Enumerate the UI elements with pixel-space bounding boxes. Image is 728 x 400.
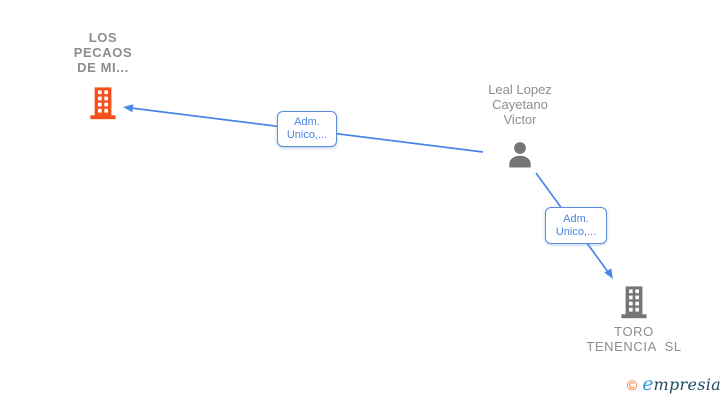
edge-label-line: Adm. xyxy=(563,212,589,225)
node-label: Leal Lopez Cayetano Victor xyxy=(488,82,552,127)
edge-label-line: Adm. xyxy=(294,116,320,128)
copyright-symbol: © xyxy=(626,377,638,393)
node-label-line: Victor xyxy=(503,112,537,127)
node-label-line: LOS xyxy=(88,30,118,45)
arrowhead-to-toro xyxy=(604,268,613,279)
empresia-logo-e: e xyxy=(642,373,654,395)
arrowhead-to-los-pecaos xyxy=(123,104,134,113)
edge-label-adm-unico-toro[interactable]: Adm. Unico,... xyxy=(545,207,607,244)
building-icon xyxy=(621,286,647,319)
node-person-leal-lopez-cayetano-victor[interactable]: Leal Lopez Cayetano Victor xyxy=(462,82,578,171)
node-company-toro-tenencia-sl[interactable]: TORO TENENCIA SL xyxy=(576,284,692,354)
node-label-line: Leal Lopez xyxy=(488,82,552,97)
edge-label-line: Unico,... xyxy=(286,129,328,141)
node-label-line: PECAOS xyxy=(73,45,133,60)
node-label: TORO TENENCIA SL xyxy=(586,324,681,354)
empresia-watermark: © empresia xyxy=(627,373,721,395)
building-icon xyxy=(90,87,116,120)
node-label-line: TENENCIA SL xyxy=(586,339,682,354)
node-label-line: DE MI... xyxy=(77,60,129,75)
empresia-logo-rest: mpresia xyxy=(653,375,721,394)
node-label: LOS PECAOS DE MI... xyxy=(74,30,133,75)
node-label-line: TORO xyxy=(614,324,654,339)
edge-label-line: Unico,... xyxy=(555,225,597,238)
edge-label-adm-unico-los-pecaos[interactable]: Adm. Unico,... xyxy=(277,111,337,147)
person-icon xyxy=(509,142,531,168)
node-label-line: Cayetano xyxy=(492,97,548,112)
node-company-los-pecaos[interactable]: LOS PECAOS DE MI... xyxy=(48,30,158,121)
empresia-logo: empresia xyxy=(642,373,721,395)
